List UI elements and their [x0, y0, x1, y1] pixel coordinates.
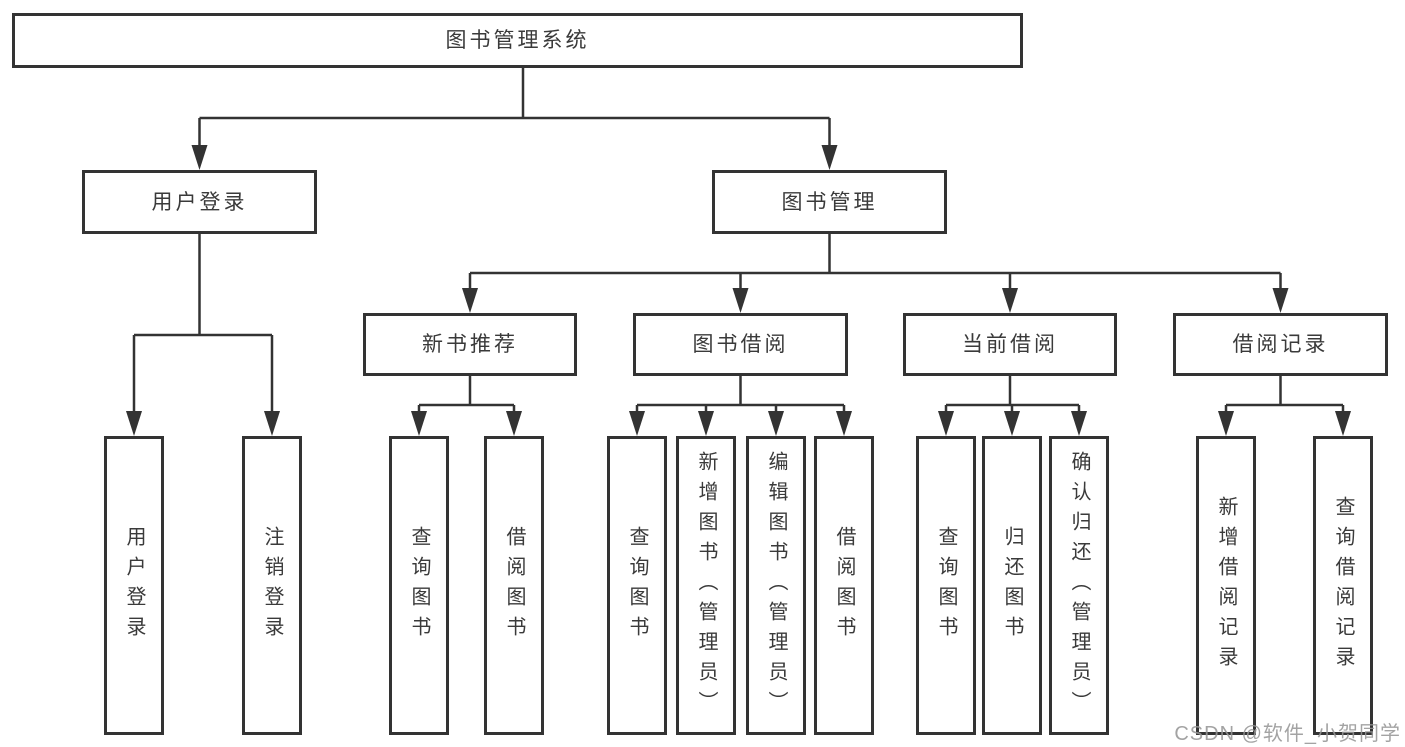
leaf-query-books-recommend: 查询图书 — [389, 436, 449, 735]
node-new-book-recommend: 新书推荐 — [363, 313, 577, 376]
leaf-user-login-label: 用户登录 — [123, 525, 145, 646]
leaf-add-books-admin-label: 新增图书（管理员） — [695, 450, 717, 721]
node-user-login: 用户登录 — [82, 170, 317, 234]
arrowheads-level2 — [462, 288, 1289, 313]
leaf-logout: 注销登录 — [242, 436, 302, 735]
leaf-confirm-return-admin-label: 确认归还（管理员） — [1068, 450, 1090, 721]
leaf-add-borrow-record-label: 新增借阅记录 — [1215, 495, 1237, 676]
watermark: CSDN @软件_小贺同学 — [1174, 723, 1401, 745]
node-book-borrow-label: 图书借阅 — [692, 333, 789, 356]
arrowheads-level1 — [191, 145, 838, 170]
connector-login-to-leaves — [132, 234, 274, 416]
leaf-query-books-current-label: 查询图书 — [935, 525, 957, 646]
connector-mgmt-to-level2 — [468, 234, 1282, 292]
arrowheads-login-leaves — [126, 411, 280, 436]
leaf-query-borrow-record-label: 查询借阅记录 — [1332, 495, 1354, 676]
leaf-query-books-current: 查询图书 — [916, 436, 976, 735]
node-book-management-label: 图书管理 — [781, 190, 878, 214]
node-root: 图书管理系统 — [12, 13, 1023, 68]
leaf-query-borrow-record: 查询借阅记录 — [1313, 436, 1373, 735]
connector-records-to-leaves — [1224, 376, 1345, 416]
node-book-management: 图书管理 — [712, 170, 947, 234]
leaf-return-books-label: 归还图书 — [1001, 525, 1023, 646]
connector-borrow-to-leaves — [635, 376, 846, 416]
leaf-logout-label: 注销登录 — [261, 525, 283, 646]
node-current-borrow-label: 当前借阅 — [962, 333, 1058, 356]
connector-root-to-level1 — [198, 68, 831, 150]
leaf-edit-books-admin: 编辑图书（管理员） — [746, 436, 806, 735]
leaf-user-login: 用户登录 — [104, 436, 164, 735]
node-new-book-recommend-label: 新书推荐 — [422, 333, 518, 356]
leaf-query-books-recommend-label: 查询图书 — [408, 525, 430, 646]
leaf-borrow-books-recommend: 借阅图书 — [484, 436, 544, 735]
node-book-borrow: 图书借阅 — [633, 313, 848, 376]
leaf-confirm-return-admin: 确认归还（管理员） — [1049, 436, 1109, 735]
leaf-query-books-borrow-label: 查询图书 — [626, 525, 648, 646]
arrowheads-records-leaves — [1218, 411, 1351, 436]
leaf-borrow-books-label: 借阅图书 — [833, 525, 855, 646]
node-current-borrow: 当前借阅 — [903, 313, 1117, 376]
connector-current-to-leaves — [944, 376, 1081, 416]
arrowheads-current-leaves — [938, 411, 1087, 436]
leaf-borrow-books: 借阅图书 — [814, 436, 874, 735]
arrowheads-borrow-leaves — [629, 411, 852, 436]
arrowheads-recommend-leaves — [411, 411, 522, 436]
node-borrow-records-label: 借阅记录 — [1232, 333, 1329, 356]
node-user-login-label: 用户登录 — [151, 190, 248, 214]
leaf-edit-books-admin-label: 编辑图书（管理员） — [765, 450, 787, 721]
node-root-label: 图书管理系统 — [445, 29, 590, 52]
leaf-return-books: 归还图书 — [982, 436, 1042, 735]
leaf-add-books-admin: 新增图书（管理员） — [676, 436, 736, 735]
connector-recommend-to-leaves — [417, 376, 516, 416]
leaf-borrow-books-recommend-label: 借阅图书 — [503, 525, 525, 646]
leaf-add-borrow-record: 新增借阅记录 — [1196, 436, 1256, 735]
node-borrow-records: 借阅记录 — [1173, 313, 1388, 376]
leaf-query-books-borrow: 查询图书 — [607, 436, 667, 735]
